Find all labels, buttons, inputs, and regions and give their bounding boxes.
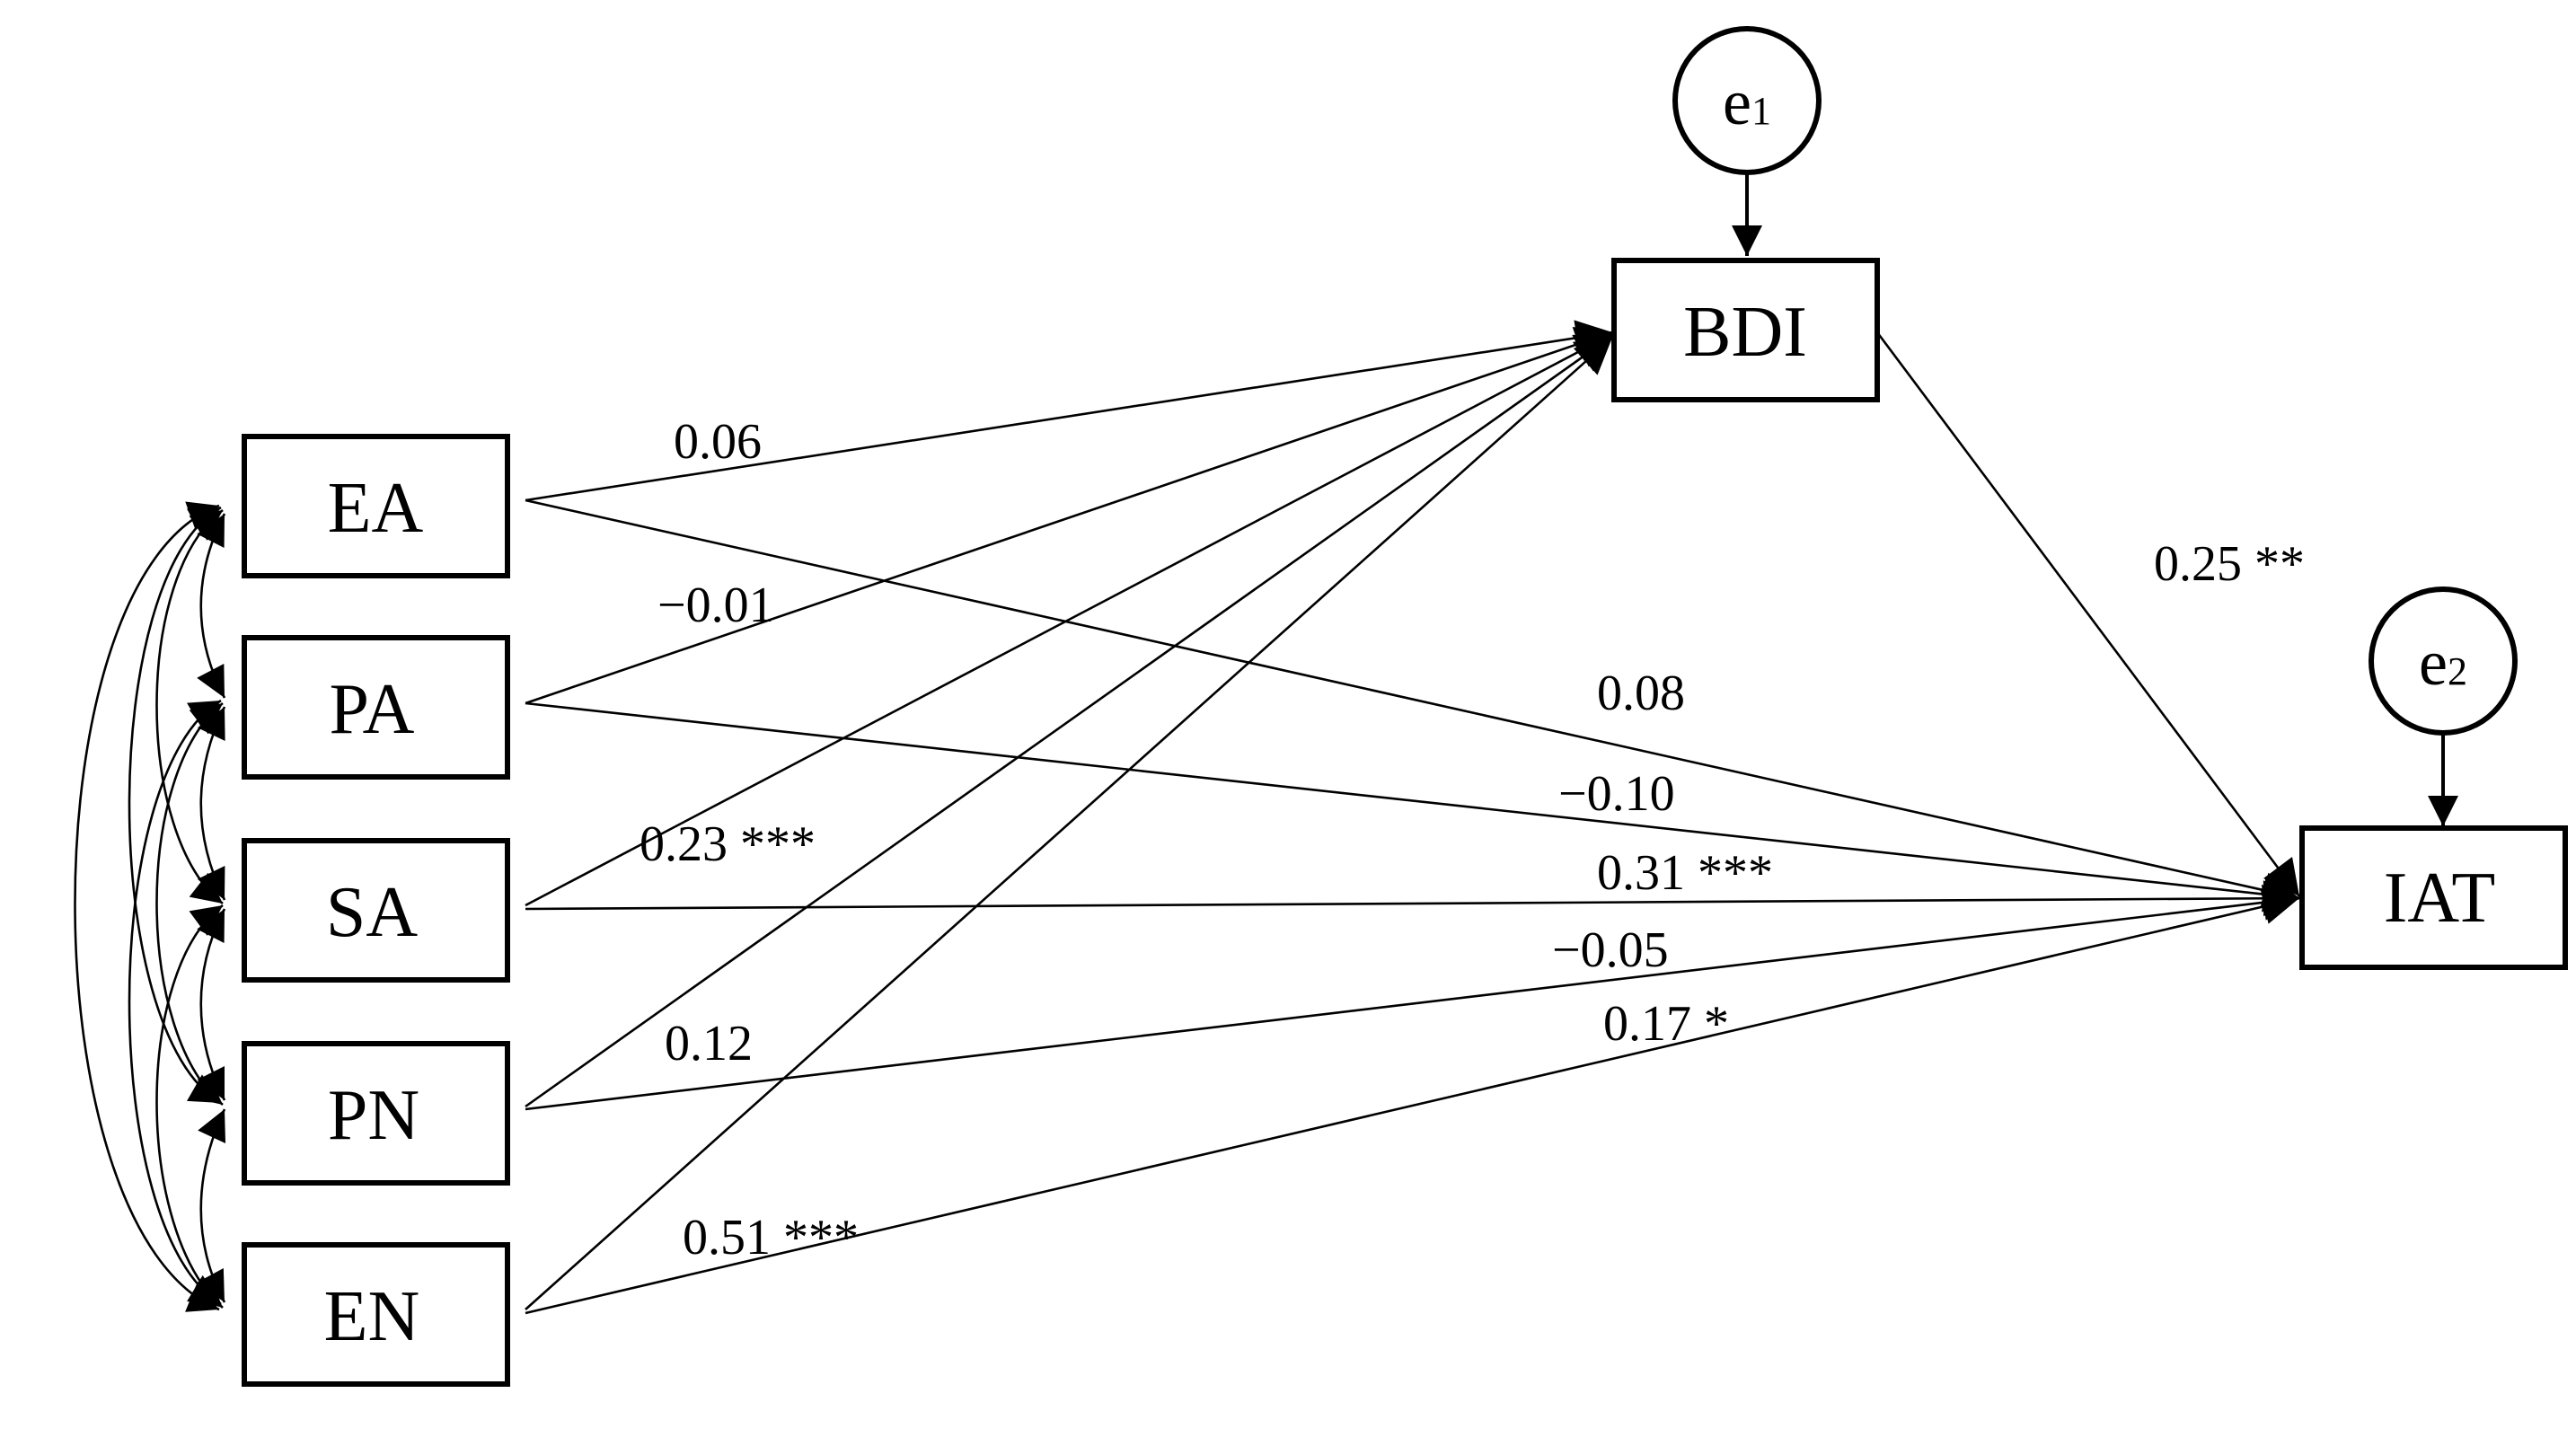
path-en-iat [525, 888, 2300, 1315]
paths-to-iat [525, 331, 2301, 1315]
node-pa: PA [242, 635, 510, 780]
node-pn: PN [242, 1041, 510, 1186]
node-iat-label: IAT [2384, 859, 2495, 938]
svg-text:e1: e1 [1723, 66, 1771, 138]
corr-ea-en [74, 501, 220, 1312]
error-e1-sub: 1 [1751, 89, 1771, 133]
node-pn-label: PN [328, 1076, 419, 1155]
corr-pa-pn [155, 701, 224, 1107]
node-ea: EA [242, 434, 510, 578]
error-e1: e1 [1672, 26, 1822, 175]
error-e2-sub: 2 [2448, 649, 2467, 693]
coefficient-labels: 0.06 −0.01 0.23 *** 0.12 0.51 *** 0.08 −… [640, 414, 2305, 1265]
node-bdi-label: BDI [1683, 293, 1807, 372]
corr-pn-en [196, 1108, 226, 1303]
node-ea-label: EA [328, 469, 424, 548]
node-sa: SA [242, 838, 510, 983]
path-ea-iat [525, 498, 2300, 908]
corr-pa-en [128, 699, 222, 1306]
corr-sa-pn [197, 908, 226, 1101]
path-pn-bdi [525, 334, 1613, 1108]
path-en-bdi [525, 337, 1613, 1310]
svg-text:e2: e2 [2419, 627, 2467, 699]
path-pa-bdi [525, 326, 1613, 705]
corr-pa-sa [197, 706, 226, 901]
path-sa-iat [525, 880, 2300, 917]
path-pn-iat [525, 884, 2300, 1111]
coef-ea-bdi: 0.06 [674, 414, 762, 470]
corr-ea-pa [197, 513, 226, 699]
error-e2: e2 [2369, 586, 2518, 736]
coef-sa-bdi: 0.23 *** [640, 816, 816, 872]
error-e2-letter: e [2419, 627, 2448, 699]
coef-en-bdi: 0.51 *** [683, 1210, 859, 1265]
coef-pn-bdi: 0.12 [665, 1016, 753, 1071]
coef-en-iat: 0.17 * [1603, 996, 1729, 1052]
error-e1-letter: e [1723, 66, 1751, 138]
corr-sa-en [155, 904, 224, 1309]
path-sa-bdi [525, 332, 1613, 907]
coef-pa-iat: −0.10 [1558, 766, 1675, 822]
node-en: EN [242, 1242, 510, 1387]
correlations [74, 501, 226, 1312]
corr-ea-pn [128, 506, 222, 1105]
coef-bdi-iat: 0.25 ** [2154, 536, 2305, 592]
coef-sa-iat: 0.31 *** [1597, 845, 1773, 901]
paths-to-bdi [525, 320, 1613, 1310]
node-sa-label: SA [326, 873, 418, 952]
node-iat: IAT [2299, 825, 2568, 970]
path-bdi-iat [1875, 331, 2301, 897]
coef-ea-iat: 0.08 [1597, 666, 1685, 721]
coef-pn-iat: −0.05 [1552, 922, 1669, 978]
node-pa-label: PA [330, 670, 415, 749]
path-ea-bdi [525, 320, 1613, 502]
path-pa-iat [525, 701, 2300, 913]
node-bdi: BDI [1611, 258, 1880, 402]
coef-pa-bdi: −0.01 [657, 578, 774, 633]
node-en-label: EN [324, 1277, 420, 1356]
